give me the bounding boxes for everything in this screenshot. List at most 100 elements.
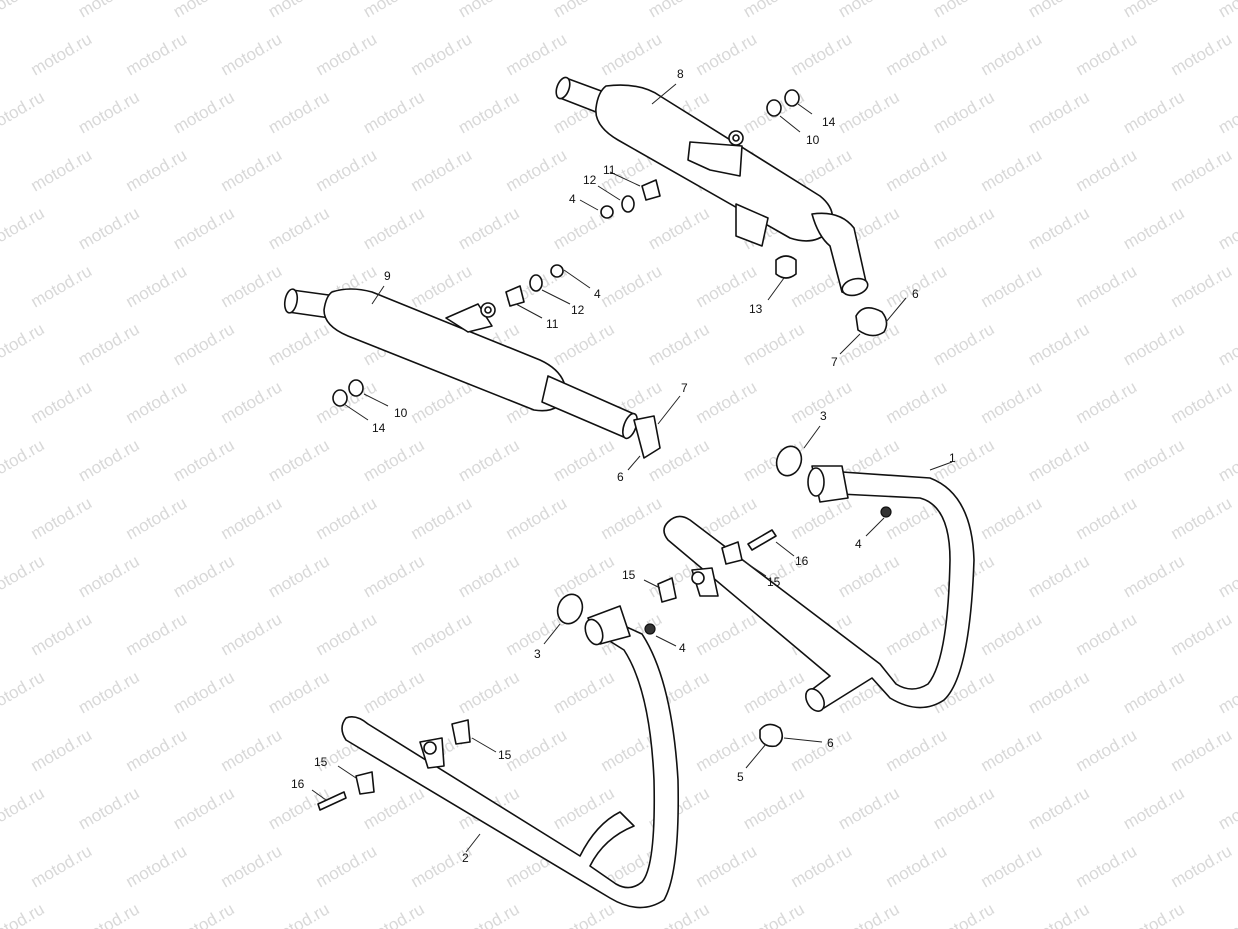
watermark-text: motod.ru (455, 551, 523, 601)
watermark-text: motod.ru (75, 551, 143, 601)
watermark-text: motod.ru (788, 725, 856, 775)
watermark-text: motod.ru (455, 899, 523, 929)
callout-5: 5 (737, 770, 744, 784)
watermark-text: motod.ru (170, 435, 238, 485)
watermark-text: motod.ru (0, 435, 48, 485)
watermark-text: motod.ru (883, 145, 951, 195)
watermark-text: motod.ru (218, 841, 286, 891)
spacer-15b (657, 577, 677, 603)
watermark-text: motod.ru (28, 261, 96, 311)
watermark-text: motod.ru (930, 87, 998, 137)
callout-8: 8 (677, 67, 684, 81)
callout-7-upper: 7 (831, 355, 838, 369)
callout-15-middle: 15 (622, 568, 636, 582)
watermark-text: motod.ru (360, 203, 428, 253)
callout-15-left: 15 (314, 755, 328, 769)
watermark-text: motod.ru (1025, 87, 1093, 137)
watermark-text: motod.ru (218, 29, 286, 79)
watermark-text: motod.ru (835, 0, 903, 21)
watermark-text: motod.ru (1025, 319, 1093, 369)
watermark-text: motod.ru (360, 87, 428, 137)
watermark-text: motod.ru (218, 493, 286, 543)
nut-4c (600, 205, 614, 219)
watermark-text: motod.ru (265, 0, 333, 21)
watermark-text: motod.ru (1025, 899, 1093, 929)
nut-4d (550, 264, 564, 278)
watermark-text: motod.ru (123, 841, 191, 891)
watermark-text: motod.ru (218, 261, 286, 311)
watermark-text: motod.ru (1168, 29, 1236, 79)
rubber-mount (775, 255, 797, 279)
watermark-text: motod.ru (1120, 435, 1188, 485)
callout-15-right: 15 (767, 575, 781, 589)
watermark-text: motod.ru (123, 145, 191, 195)
header-pipe-left (341, 605, 680, 909)
watermark-text: motod.ru (740, 899, 808, 929)
watermark-text: motod.ru (455, 0, 523, 21)
watermark-text: motod.ru (408, 377, 476, 427)
watermark-text: motod.ru (1215, 319, 1238, 369)
watermark-text: motod.ru (408, 145, 476, 195)
watermark-text: motod.ru (503, 145, 571, 195)
watermark-text: motod.ru (598, 261, 666, 311)
callout-14-lower: 14 (372, 421, 386, 435)
callout-13: 13 (749, 302, 763, 316)
watermark-text: motod.ru (1215, 667, 1238, 717)
callout-labels: 8 9 14 10 11 12 4 4 12 11 13 6 7 10 14 7… (291, 67, 956, 865)
callout-4-right: 4 (855, 537, 862, 551)
watermark-text: motod.ru (693, 377, 761, 427)
watermark-text: motod.ru (265, 551, 333, 601)
callout-12-lower: 12 (571, 303, 585, 317)
watermark-text: motod.ru (883, 29, 951, 79)
watermark-text: motod.ru (28, 493, 96, 543)
callout-15-lower: 15 (498, 748, 512, 762)
watermark-text: motod.ru (75, 667, 143, 717)
watermark-text: motod.ru (1168, 493, 1236, 543)
watermark-text: motod.ru (1073, 261, 1141, 311)
watermark-text: motod.ru (1120, 87, 1188, 137)
watermark-text: motod.ru (265, 667, 333, 717)
watermark-text: motod.ru (835, 783, 903, 833)
watermark-text: motod.ru (1073, 725, 1141, 775)
watermark-text: motod.ru (1120, 551, 1188, 601)
watermark-text: motod.ru (170, 899, 238, 929)
watermark-text: motod.ru (170, 319, 238, 369)
watermark-text: motod.ru (930, 899, 998, 929)
watermark-text: motod.ru (1025, 667, 1093, 717)
bush-11a (641, 179, 661, 201)
callout-6-upper: 6 (912, 287, 919, 301)
watermark-text: motod.ru (1215, 899, 1238, 929)
watermark-text: motod.ru (28, 609, 96, 659)
clamp-upper (855, 307, 888, 337)
watermark-text: motod.ru (978, 725, 1046, 775)
watermark-text: motod.ru (835, 899, 903, 929)
watermark-text: motod.ru (503, 725, 571, 775)
watermark-text: motod.ru (788, 841, 856, 891)
watermark-text: motod.ru (550, 319, 618, 369)
watermark-text: motod.ru (1215, 0, 1238, 21)
callout-10-upper: 10 (806, 133, 820, 147)
watermark-text: motod.ru (835, 87, 903, 137)
callout-14-upper: 14 (822, 115, 836, 129)
callout-3-upper: 3 (820, 409, 827, 423)
watermark-text: motod.ru (550, 667, 618, 717)
watermark-text: motod.ru (218, 725, 286, 775)
watermark-text: motod.ru (455, 435, 523, 485)
watermark-text: motod.ru (360, 0, 428, 21)
watermark-text: motod.ru (550, 435, 618, 485)
watermark-text: motod.ru (740, 0, 808, 21)
watermark-text: motod.ru (408, 609, 476, 659)
clamp-middle (633, 415, 661, 459)
watermark-text: motod.ru (1025, 0, 1093, 21)
watermark-text: motod.ru (170, 783, 238, 833)
watermark-text: motod.ru (123, 725, 191, 775)
watermark-text: motod.ru (28, 377, 96, 427)
callout-7-lower: 7 (681, 381, 688, 395)
watermark-text: motod.ru (1025, 783, 1093, 833)
watermark-text: motod.ru (170, 203, 238, 253)
watermark-text: motod.ru (978, 609, 1046, 659)
watermark-text: motod.ru (28, 841, 96, 891)
spacer-15d (355, 771, 375, 795)
watermark-text: motod.ru (693, 725, 761, 775)
